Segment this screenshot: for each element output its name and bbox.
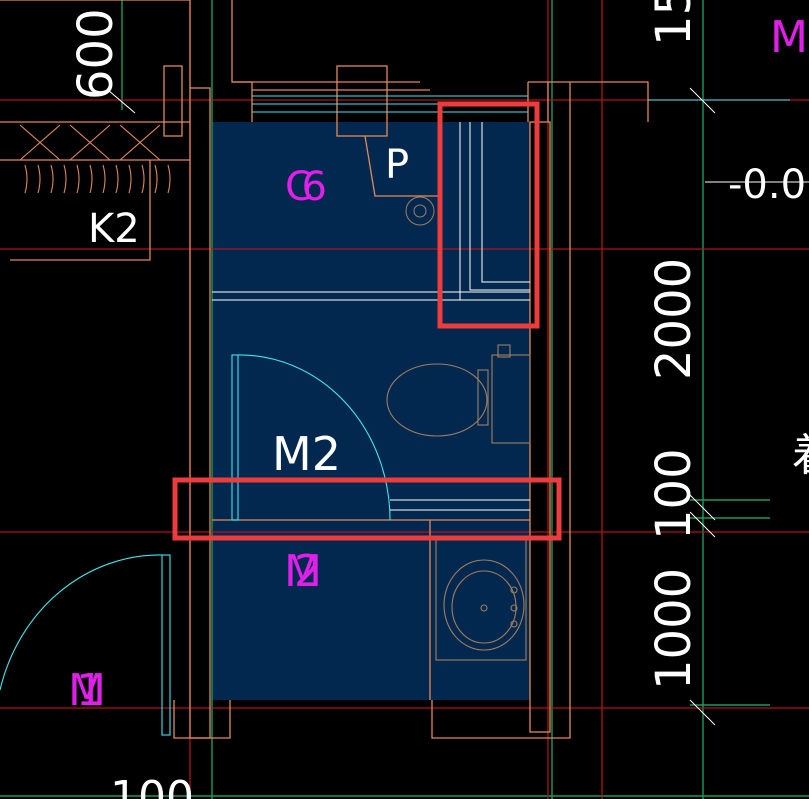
pipe-box xyxy=(336,65,388,137)
vent-box xyxy=(163,65,183,137)
bathroom-room-fill xyxy=(212,122,530,700)
wall-top-left-pier xyxy=(231,0,253,122)
toilet-fixture xyxy=(386,344,531,444)
dim-label-bottom-left: 100 xyxy=(110,772,194,799)
highlight-box-shower xyxy=(437,101,540,329)
side-glyph: 着 xyxy=(792,430,809,481)
wall-left xyxy=(189,87,211,739)
wall-top-right-pier xyxy=(527,81,649,122)
wall-right xyxy=(529,121,551,733)
k2-hatch xyxy=(19,124,171,194)
walls xyxy=(0,0,649,739)
level-mark: -0.0 xyxy=(728,162,806,208)
door-tag-m2: M2 xyxy=(284,546,322,597)
door-m2 xyxy=(231,354,391,521)
room-label-p: P xyxy=(385,142,409,188)
k2-leader xyxy=(10,160,151,261)
dim-label-1000: 1000 xyxy=(646,568,702,690)
dim-label-600: 600 xyxy=(68,8,124,100)
shower-tray xyxy=(212,122,530,301)
highlight-box-partition xyxy=(172,477,562,541)
room-label-k2: K2 xyxy=(88,206,140,252)
dim-label-top-right: 15 xyxy=(646,0,702,46)
room-label-c6: C6 xyxy=(285,164,327,210)
partition-lines xyxy=(390,499,530,511)
wall-bottom-left xyxy=(173,700,231,739)
dimension-marks xyxy=(107,87,809,726)
p-leader xyxy=(364,135,440,197)
dim-label-2000: 2000 xyxy=(646,258,702,380)
door-m1 xyxy=(0,554,171,736)
wall-left-room xyxy=(0,121,190,161)
dim-label-100: 100 xyxy=(646,448,702,540)
door-label-m2: M2 xyxy=(272,427,341,481)
door-tag-mc: MC xyxy=(770,12,809,63)
wall-bottom-right xyxy=(431,82,571,739)
wall-top-left xyxy=(0,0,191,88)
floor-drain xyxy=(405,196,435,226)
door-tag-m1: M1 xyxy=(68,665,106,716)
